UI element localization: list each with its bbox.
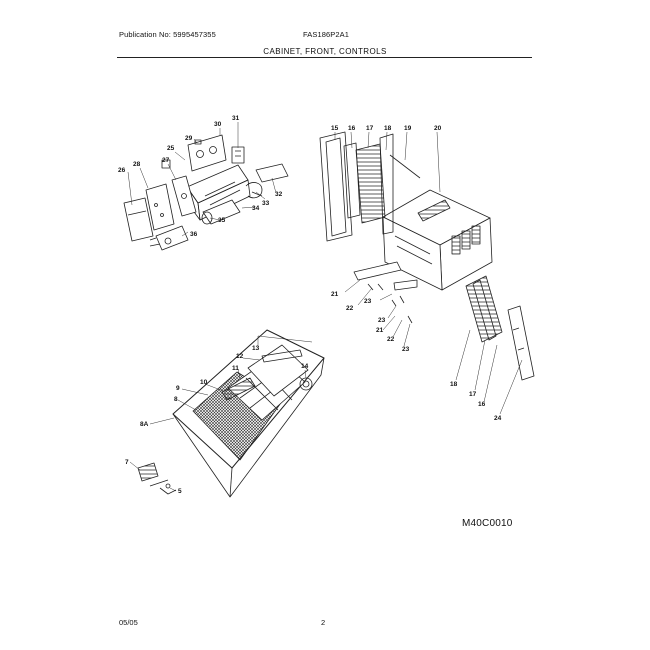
callout-36: 36 [190, 231, 198, 238]
callout-labels: 15 16 17 18 19 20 21 22 23 23 21 22 23 1… [118, 115, 502, 495]
section-title: CABINET, FRONT, CONTROLS [263, 47, 387, 56]
drawing-code: M40C0010 [462, 518, 513, 529]
relay-switch-part [231, 146, 245, 164]
callout-22-b: 22 [387, 336, 395, 343]
front-frame-part [319, 131, 353, 242]
callout-25: 25 [167, 145, 175, 152]
cabinet-part [382, 189, 493, 291]
callout-leader-lines [127, 122, 523, 492]
control-cover-part [123, 197, 154, 242]
panel-plate-part [145, 183, 175, 231]
page-number: 2 [321, 618, 326, 627]
rail-part [353, 261, 418, 324]
callout-21-b: 21 [376, 327, 384, 334]
control-knob-small-part [161, 159, 171, 169]
callout-32: 32 [275, 191, 283, 198]
callout-35: 35 [218, 217, 226, 224]
callout-24: 24 [494, 415, 502, 422]
callout-10: 10 [200, 379, 208, 386]
callout-34: 34 [252, 205, 260, 212]
callout-7: 7 [125, 459, 129, 466]
callout-11: 11 [232, 365, 239, 372]
footer-date: 05/05 [119, 618, 138, 627]
callout-33: 33 [262, 200, 270, 207]
publication-number: Publication No: 5995457355 [119, 30, 216, 39]
callout-29: 29 [185, 135, 193, 142]
callout-23-a: 23 [364, 298, 372, 305]
screw-part [149, 479, 177, 495]
model-number: FAS186P2A1 [303, 30, 350, 39]
side-curtain-part [343, 133, 421, 235]
callout-13: 13 [252, 345, 260, 352]
header-divider [117, 57, 532, 58]
callout-18-b: 18 [450, 381, 458, 388]
callout-20: 20 [434, 125, 442, 132]
decor-strip-part [261, 349, 303, 363]
control-bracket-part [171, 175, 197, 217]
thermostat-part [149, 225, 189, 251]
callout-18-a: 18 [384, 125, 392, 132]
callout-14: 14 [301, 363, 309, 370]
callout-16-a: 16 [348, 125, 356, 132]
capacitor-part [201, 199, 241, 225]
callout-23-c: 23 [402, 346, 410, 353]
callout-15-a: 15 [331, 125, 339, 132]
callout-16-b: 16 [478, 401, 486, 408]
control-panel-part [187, 134, 227, 172]
callout-27: 27 [162, 157, 170, 164]
callout-5: 5 [178, 488, 182, 495]
callout-19: 19 [404, 125, 412, 132]
callout-12: 12 [236, 353, 244, 360]
callout-17-b: 17 [469, 391, 477, 398]
callout-8a: 8A [140, 421, 149, 428]
callout-23-b: 23 [378, 317, 386, 324]
cord-cover-part [255, 163, 289, 183]
callout-31: 31 [232, 115, 240, 122]
callout-9: 9 [176, 385, 180, 392]
callout-28: 28 [133, 161, 141, 168]
callout-30: 30 [214, 121, 222, 128]
latch-part [137, 462, 159, 482]
louver-part [221, 377, 256, 401]
callout-17-a: 17 [366, 125, 374, 132]
callout-22-a: 22 [346, 305, 354, 312]
callout-21-a: 21 [331, 291, 339, 298]
right-side-curtain-part [465, 275, 503, 343]
side-panel-part [507, 305, 535, 381]
callout-8: 8 [174, 396, 178, 403]
callout-26: 26 [118, 167, 126, 174]
